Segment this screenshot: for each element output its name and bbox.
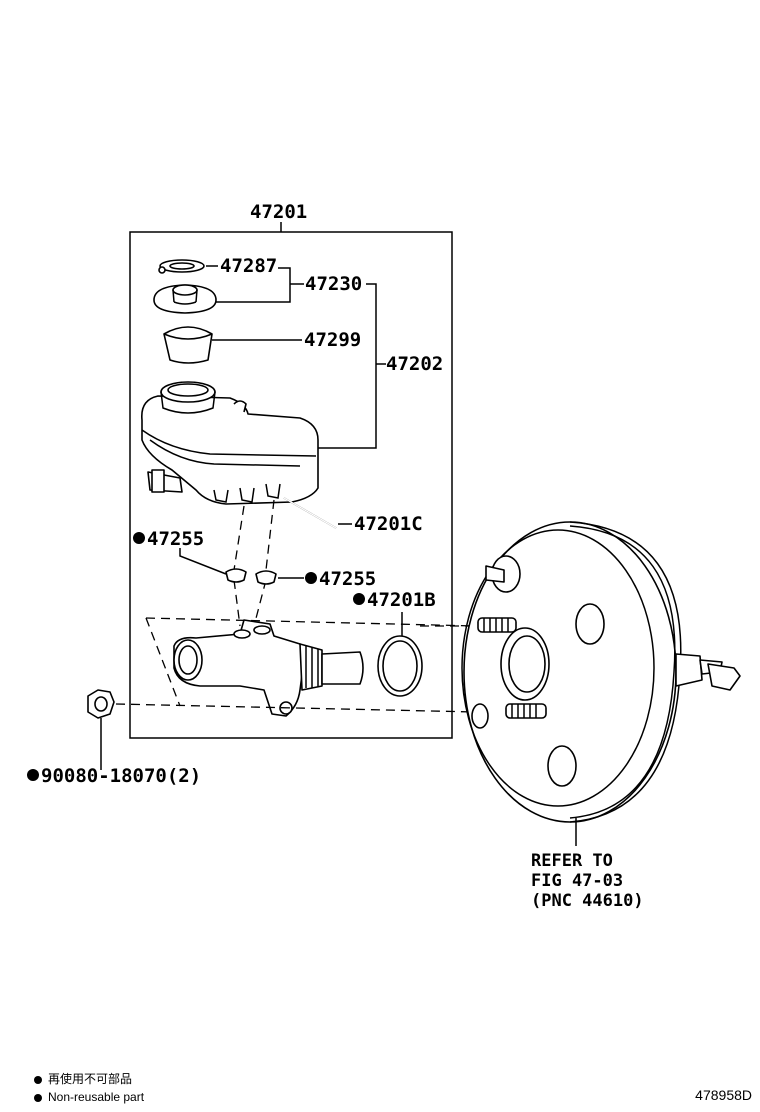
assembly-47201-frame: [129, 231, 453, 739]
part-brake-booster: [461, 521, 741, 823]
leader-47255-left: [179, 548, 227, 575]
part-label-47202: 47202: [386, 353, 443, 375]
mounting-plane-outline: [145, 617, 477, 627]
mounting-plane-left: [145, 617, 181, 707]
bracket-47202: [316, 283, 377, 449]
assembly-line-nut: [115, 703, 477, 713]
part-reservoir-tank: [141, 381, 319, 505]
refer-note-line2: FIG 47-03: [531, 871, 623, 891]
part-label-47255-left: 47255: [147, 528, 204, 550]
part-master-cylinder: [173, 619, 364, 717]
part-90080-flange-nut: [87, 689, 115, 719]
part-47255-grommet-left: [225, 568, 247, 583]
bracket-47230: [216, 267, 291, 303]
part-47299-strainer: [163, 326, 213, 364]
non-reusable-marker-90080: [27, 769, 39, 781]
part-label-47201: 47201: [250, 201, 307, 223]
part-label-47201B: 47201B: [367, 589, 436, 611]
assembly-line-grommet-right: [253, 579, 267, 627]
legend-text-en: Non-reusable part: [48, 1090, 145, 1104]
part-label-90080: 90080-18070(2): [41, 765, 201, 787]
part-47255-grommet-right: [255, 570, 277, 585]
filled-circle-icon: [34, 1075, 42, 1084]
legend-non-reusable-jp: 再使用不可部品: [34, 1071, 132, 1087]
refer-note-line3: (PNC 44610): [531, 891, 644, 911]
figure-code: 478958D: [695, 1087, 752, 1103]
part-47201C-pin-inner: [283, 497, 337, 529]
non-reusable-marker-47255-left: [133, 532, 145, 544]
non-reusable-marker-47255-right: [305, 572, 317, 584]
refer-note-line1: REFER TO: [531, 851, 613, 871]
part-label-47299: 47299: [304, 329, 361, 351]
assembly-line-reservoir-left: [233, 505, 245, 571]
part-reservoir-cap: [153, 284, 217, 314]
part-label-47201C: 47201C: [354, 513, 423, 535]
part-label-47255-right: 47255: [319, 568, 376, 590]
part-label-47287: 47287: [220, 255, 277, 277]
part-47287-clip: [158, 259, 205, 274]
non-reusable-marker-47201B: [353, 593, 365, 605]
legend-non-reusable-en: Non-reusable part: [34, 1089, 144, 1105]
part-47201B-o-ring: [377, 635, 423, 697]
assembly-line-grommet-left: [233, 579, 241, 627]
assembly-line-reservoir-right: [265, 499, 275, 571]
part-label-47230: 47230: [305, 273, 362, 295]
legend-text-jp: 再使用不可部品: [48, 1072, 133, 1086]
filled-circle-icon: [34, 1093, 42, 1102]
